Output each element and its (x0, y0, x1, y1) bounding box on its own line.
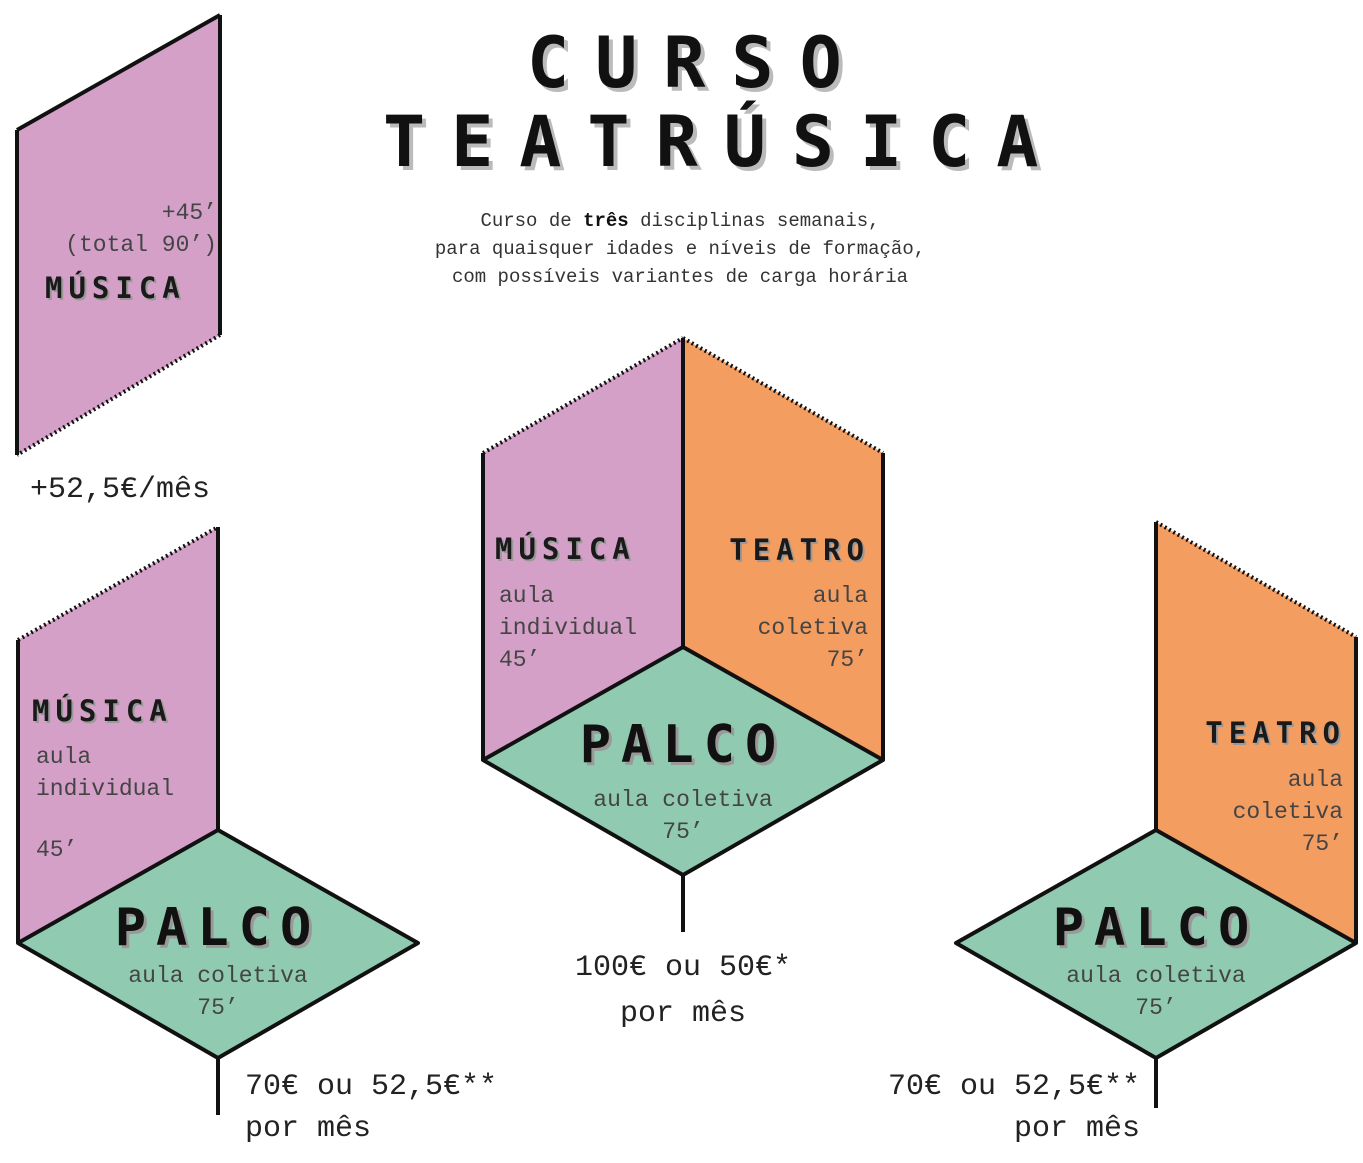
left-musica-panel (18, 527, 218, 943)
subtitle-emphasis: três (583, 210, 629, 232)
center-teatro-duration: 75’ (826, 647, 868, 673)
center-musica-line-1: aula (499, 583, 555, 609)
title-line-1: CURSO (527, 22, 868, 104)
right-price-line-2: por mês (1013, 1112, 1140, 1146)
center-teatro-line-1: aula (812, 583, 868, 609)
center-teatro-panel (683, 338, 883, 760)
subtitle-line-3: com possíveis variantes de carga horária (451, 266, 909, 288)
center-teatro-heading: TEATRO (729, 533, 870, 567)
extra-price: +52,5€/mês (30, 473, 211, 507)
center-palco-heading: PALCO (579, 715, 787, 775)
extra-panel-edge (16, 13, 221, 132)
left-musica-line-1: aula (36, 744, 92, 770)
center-palco-diamond (481, 645, 885, 877)
right-palco-duration: 75’ (1135, 995, 1177, 1021)
center-teatro-line-2: coletiva (757, 615, 868, 641)
center-teatro-dotted-edge (682, 336, 884, 455)
center-musica-heading: MÚSICA (495, 532, 636, 566)
left-palco-diamond (16, 828, 420, 1060)
center-musica-duration: 45’ (499, 647, 541, 673)
center-price-line-1: 100€ ou 50€* (574, 951, 792, 985)
center-palco-duration: 75’ (662, 819, 704, 845)
right-teatro-line-2: coletiva (1232, 799, 1343, 825)
right-teatro-heading: TEATRO (1205, 716, 1346, 750)
extra-total: (total 90’) (65, 232, 217, 258)
left-musica-duration: 45’ (36, 837, 78, 863)
right-palco-diamond (954, 828, 1358, 1060)
right-price-line-1: 70€ ou 52,5€** (887, 1070, 1140, 1104)
right-teatro-line-1: aula (1287, 767, 1343, 793)
center-palco-line-1: aula coletiva (593, 787, 773, 813)
title-line-2: TEATRÚSICA (383, 101, 1065, 183)
subtitle-line-1: Curso de três disciplinas semanais, (480, 210, 880, 232)
subtitle: Curso de três disciplinas semanais, para… (360, 207, 1000, 291)
left-palco-heading: PALCO (114, 898, 322, 958)
center-price-line-2: por mês (619, 997, 747, 1031)
right-teatro-panel (1156, 522, 1356, 943)
left-palco-duration: 75’ (197, 995, 239, 1021)
extra-duration: +45’ (161, 200, 217, 226)
left-price-line-1: 70€ ou 52,5€** (245, 1070, 498, 1104)
left-musica-line-2: individual (36, 776, 175, 802)
right-teatro-duration: 75’ (1301, 831, 1343, 857)
extra-musica-panel (17, 15, 220, 455)
left-price-line-2: por mês (245, 1112, 372, 1146)
center-musica-dotted-edge (482, 336, 684, 455)
subtitle-line-2: para quaisquer idades e níveis de formaç… (434, 238, 926, 260)
left-palco-line-1: aula coletiva (128, 963, 308, 989)
extra-panel-dotted-edge (15, 333, 222, 457)
center-musica-panel (483, 338, 683, 760)
left-musica-heading: MÚSICA (32, 694, 173, 728)
extra-musica-heading: MÚSICA (45, 271, 186, 305)
right-palco-line-1: aula coletiva (1066, 963, 1246, 989)
left-musica-dotted-edge (17, 525, 219, 642)
right-teatro-dotted-edge (1155, 520, 1357, 639)
center-musica-line-2: individual (499, 615, 638, 641)
right-palco-heading: PALCO (1052, 898, 1260, 958)
